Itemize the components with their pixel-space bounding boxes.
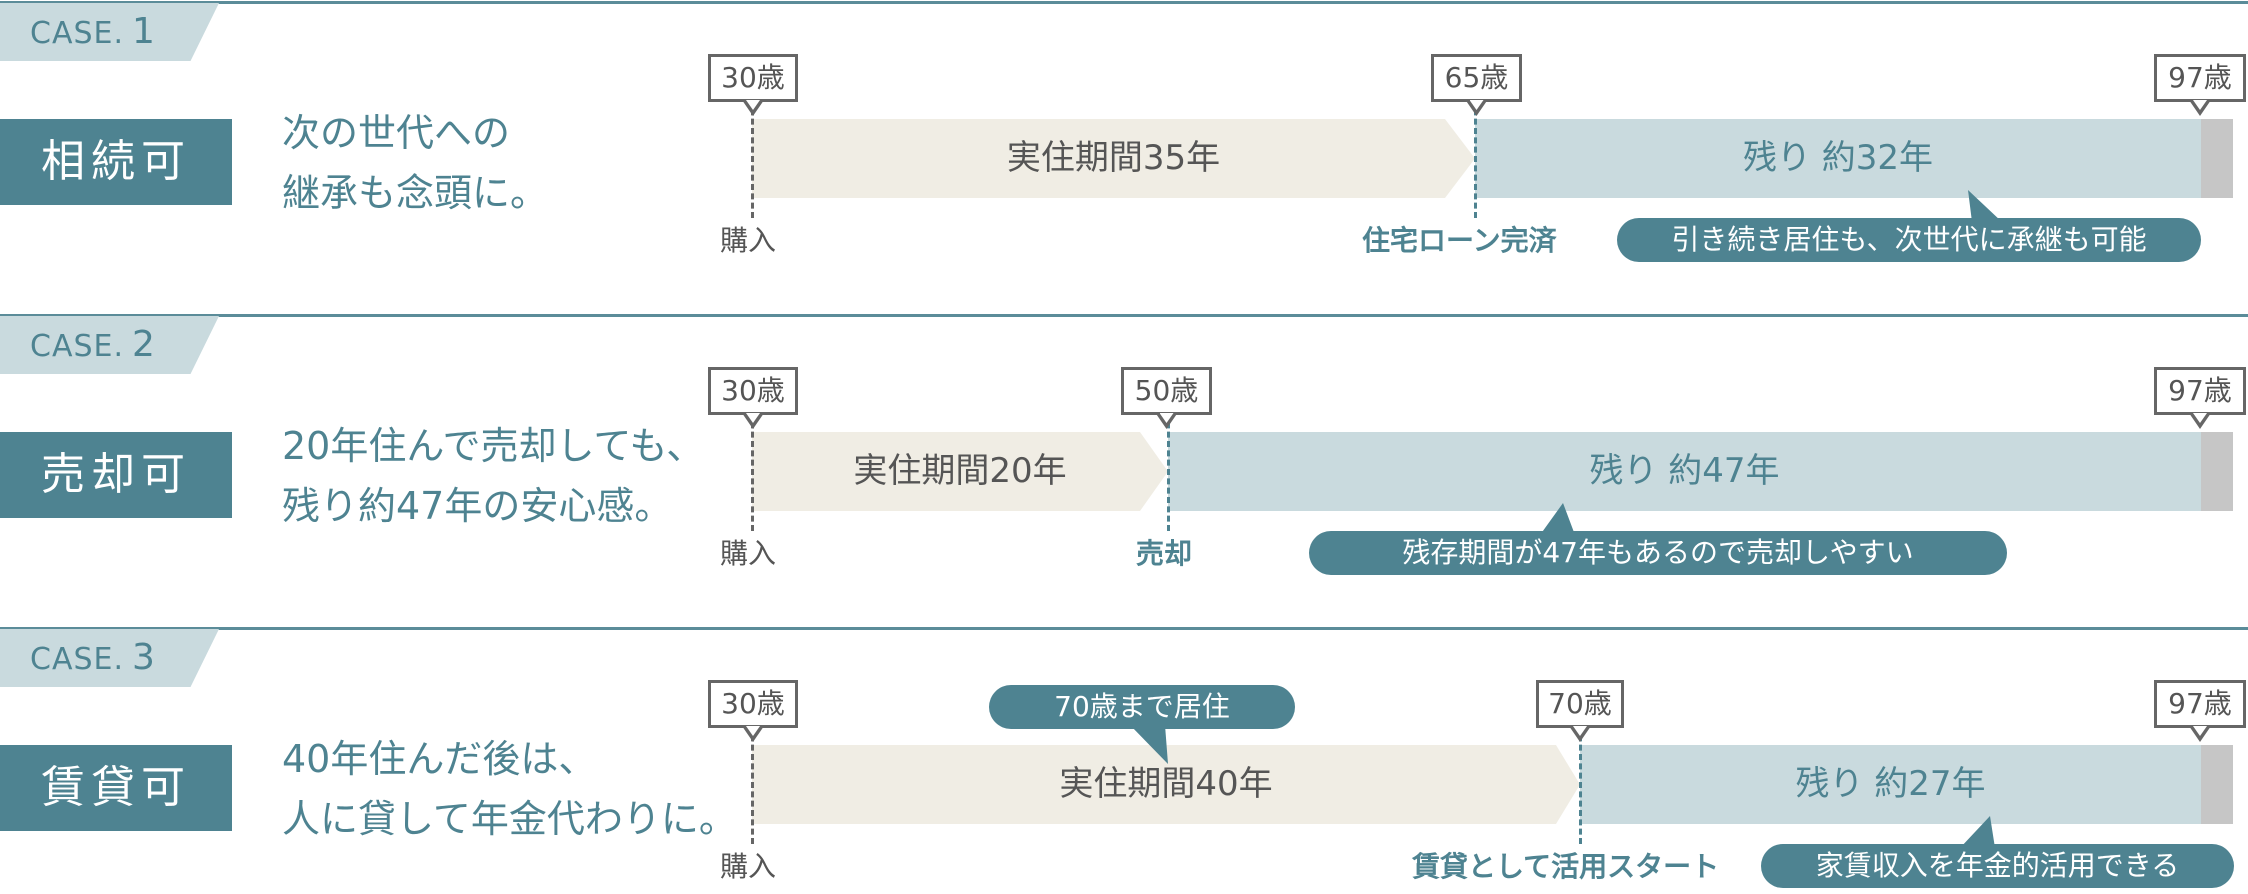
- case-number: 1: [132, 11, 156, 52]
- case-label: CASE.: [30, 642, 125, 677]
- start-label: 購入: [720, 850, 777, 883]
- case-description-line: 次の世代への: [282, 111, 511, 155]
- mid-dash-line: [1167, 413, 1170, 531]
- case-label: CASE.: [30, 16, 125, 51]
- row-divider: [0, 627, 2248, 630]
- start-dash-line: [751, 726, 754, 844]
- marker-pointer-fill: [1159, 413, 1174, 423]
- timeline-end-bar: [2201, 119, 2233, 198]
- case-label: CASE.: [30, 329, 125, 364]
- case-badge: 相続可: [0, 119, 232, 205]
- age-marker: 30歳: [708, 680, 798, 728]
- callout: 引き続き居住も、次世代に承継も可能: [1617, 218, 2201, 262]
- remaining-period-bar: 残り 約47年: [1168, 432, 2201, 511]
- marker-pointer-fill: [746, 413, 760, 423]
- timeline-end-bar: [2201, 745, 2233, 824]
- case-badge: 売却可: [0, 432, 232, 518]
- start-dash-line: [751, 100, 754, 218]
- marker-pointer-fill: [1573, 726, 1587, 736]
- remaining-period-bar: 残り 約27年: [1580, 745, 2201, 824]
- marker-pointer-fill: [2193, 100, 2207, 110]
- case-description-line: 人に貸して年金代わりに。: [282, 797, 737, 841]
- residence-period-bar: 実住期間35年: [752, 119, 1475, 198]
- age-marker: 50歳: [1121, 367, 1212, 415]
- milestone-label: 住宅ローン完済: [1362, 224, 1557, 257]
- milestone-label: 賃貸として活用スタート: [1412, 850, 1720, 883]
- row-divider: [0, 1, 2248, 4]
- case-tag: CASE.3: [0, 629, 219, 687]
- age-marker: 97歳: [2154, 367, 2246, 415]
- case-number: 3: [132, 637, 156, 678]
- callout: 残存期間が47年もあるので売却しやすい: [1309, 531, 2007, 575]
- age-marker: 30歳: [708, 54, 798, 102]
- start-label: 購入: [720, 224, 777, 257]
- start-dash-line: [751, 413, 754, 531]
- timeline-end-bar: [2201, 432, 2233, 511]
- age-marker: 30歳: [708, 367, 798, 415]
- callout: 家賃収入を年金的活用できる: [1761, 844, 2234, 888]
- case-description-line: 20年住んで売却しても、: [282, 424, 705, 468]
- top-callout: 70歳まで居住: [989, 685, 1295, 729]
- mid-dash-line: [1579, 726, 1582, 844]
- marker-pointer-fill: [2193, 413, 2207, 423]
- row-divider: [0, 314, 2248, 317]
- age-marker: 97歳: [2154, 680, 2246, 728]
- case-description-line: 残り約47年の安心感。: [282, 484, 673, 528]
- case-tag: CASE.1: [0, 3, 219, 61]
- case-description-line: 継承も念頭に。: [282, 171, 549, 215]
- mid-dash-line: [1474, 100, 1477, 218]
- start-label: 購入: [720, 537, 777, 570]
- case-badge: 賃貸可: [0, 745, 232, 831]
- age-marker: 70歳: [1536, 680, 1624, 728]
- case-tag: CASE.2: [0, 316, 219, 374]
- marker-pointer-fill: [746, 100, 760, 110]
- marker-pointer-fill: [1469, 100, 1484, 110]
- marker-pointer-fill: [746, 726, 760, 736]
- case-number: 2: [132, 324, 156, 365]
- milestone-label: 売却: [1136, 537, 1193, 570]
- age-marker: 97歳: [2154, 54, 2246, 102]
- remaining-period-bar: 残り 約32年: [1475, 119, 2201, 198]
- residence-period-bar: 実住期間20年: [752, 432, 1168, 511]
- age-marker: 65歳: [1431, 54, 1522, 102]
- marker-pointer-fill: [2193, 726, 2207, 736]
- case-description-line: 40年住んだ後は、: [282, 737, 597, 781]
- residence-period-bar: 実住期間40年: [752, 745, 1580, 824]
